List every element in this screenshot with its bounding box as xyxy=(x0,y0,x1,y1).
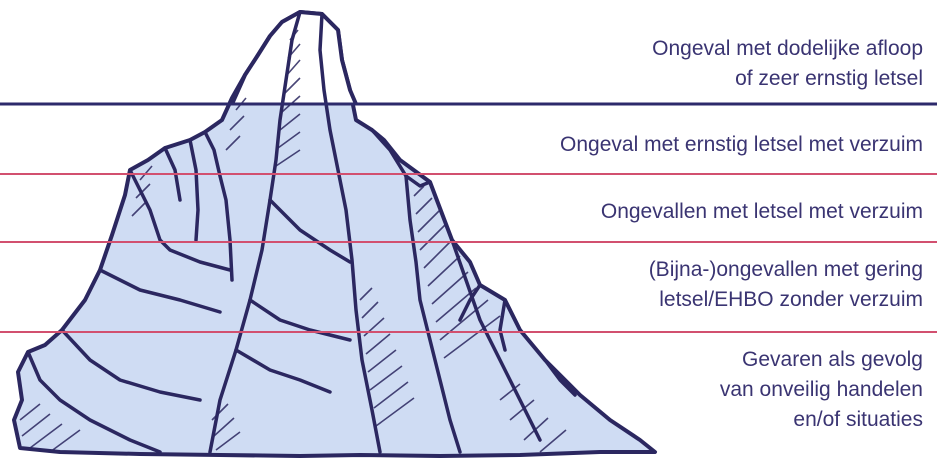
level-label-hazards: Gevaren als gevolg van onveilig handelen… xyxy=(720,345,923,435)
level-label-line: van onveilig handelen xyxy=(720,375,923,405)
level-label-line: letsel/EHBO zonder verzuim xyxy=(649,285,923,315)
iceberg-icon xyxy=(14,12,655,456)
level-label-line: Ongeval met dodelijke afloop xyxy=(652,34,923,64)
level-label-line: en/of situaties xyxy=(720,405,923,435)
level-label-line: Ongeval met ernstig letsel met verzuim xyxy=(560,130,923,160)
level-label-near-miss: (Bijna-)ongevallen met gering letsel/EHB… xyxy=(649,255,923,315)
level-label-line: Gevaren als gevolg xyxy=(720,345,923,375)
level-label-fatal: Ongeval met dodelijke afloop of zeer ern… xyxy=(652,34,923,94)
level-label-serious: Ongeval met ernstig letsel met verzuim xyxy=(560,130,923,160)
level-label-injury: Ongevallen met letsel met verzuim xyxy=(601,197,923,227)
level-label-line: Ongevallen met letsel met verzuim xyxy=(601,197,923,227)
iceberg-tip xyxy=(232,12,356,104)
level-label-line: (Bijna-)ongevallen met gering xyxy=(649,255,923,285)
level-label-line: of zeer ernstig letsel xyxy=(652,64,923,94)
